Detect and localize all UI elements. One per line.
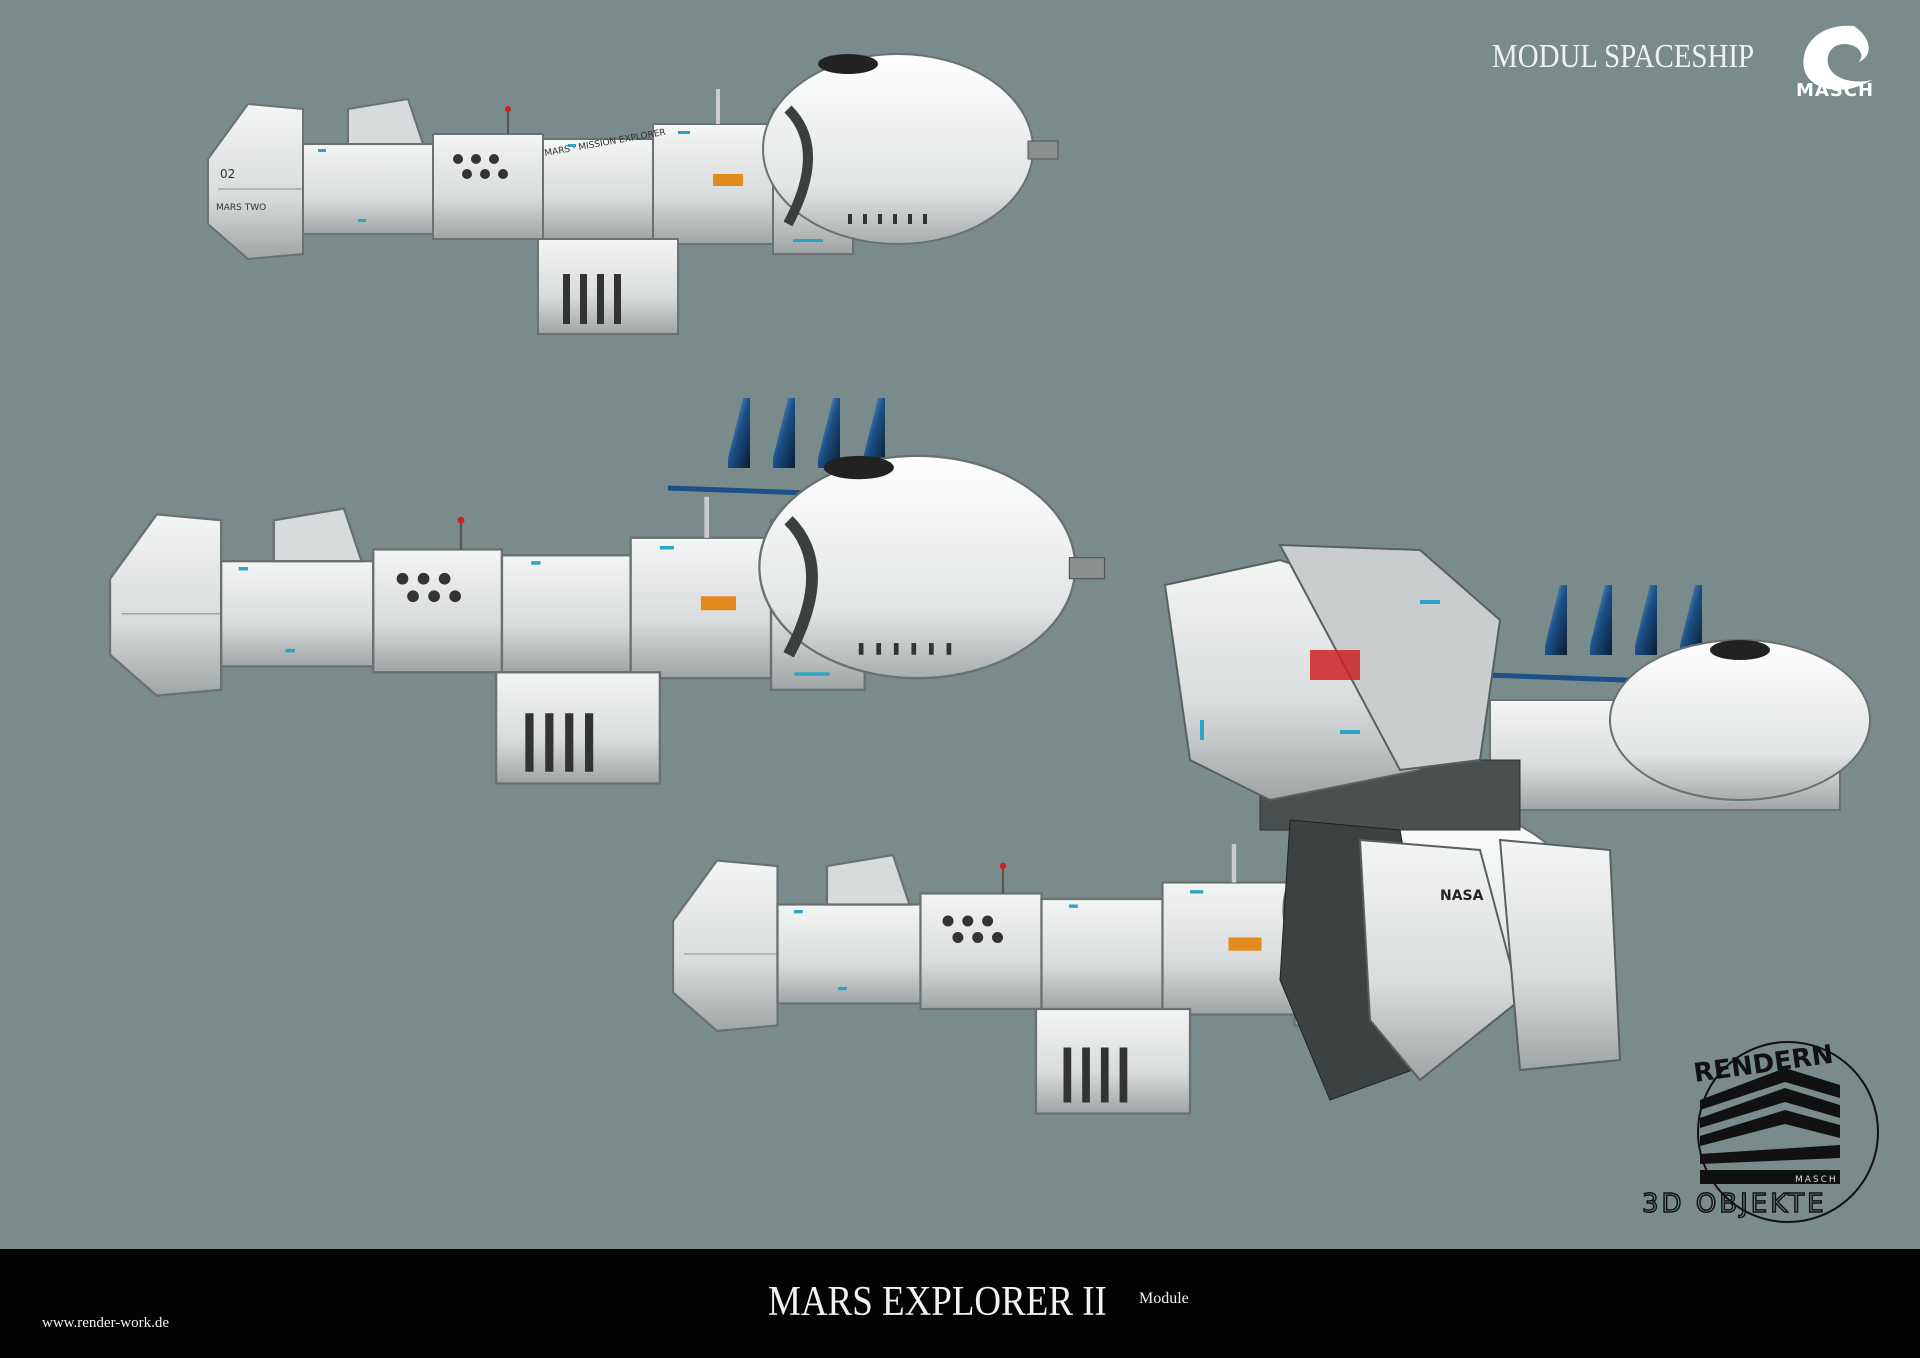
- hull-number-label: 02: [220, 167, 235, 181]
- spaceship-full-assembly: NASA: [673, 543, 1871, 1114]
- spaceship-side-view: [208, 54, 1058, 334]
- spaceship-render-scene: 02 MARS TWO MARS · MISSION EXPLORER NASA: [0, 0, 1871, 1250]
- masch-logo-text: MASCH: [1796, 80, 1875, 101]
- header-title: MODUL SPACESHIP: [1492, 38, 1755, 75]
- footer-title: MARS EXPLORER II: [768, 1279, 1107, 1325]
- svg-text:MASCH: MASCH: [1795, 1175, 1838, 1185]
- agency-label: NASA: [1440, 888, 1484, 904]
- masch-logo-icon: [1803, 25, 1872, 90]
- spaceship-with-solar-panels: [110, 456, 1105, 784]
- svg-text:3D OBJEKTE: 3D OBJEKTE: [1642, 1189, 1827, 1219]
- website-link[interactable]: www.render-work.de: [42, 1315, 170, 1331]
- rendern-3d-objekte-watermark: RENDERN MASCH 3D OBJEKTE: [1641, 1040, 1879, 1223]
- footer-subtitle: Module: [1139, 1290, 1189, 1307]
- footer-bar: [0, 1249, 1920, 1358]
- hull-name-label: MARS TWO: [216, 203, 266, 213]
